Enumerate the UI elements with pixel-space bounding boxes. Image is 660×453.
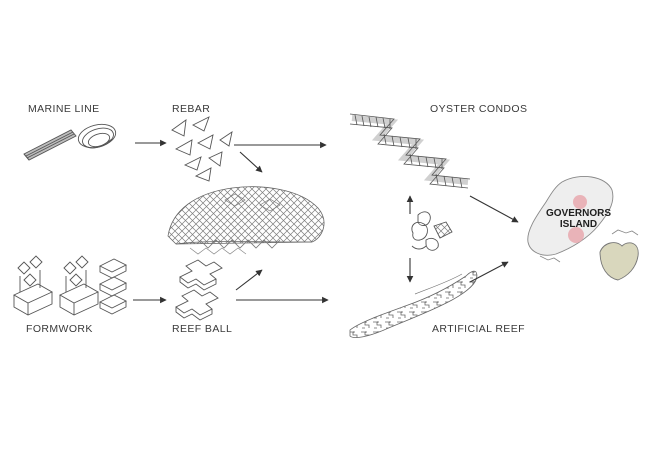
label-rebar: REBAR <box>172 103 210 115</box>
reef-ball-mesh-mound <box>168 187 324 254</box>
formwork-stack <box>100 259 126 314</box>
arrow-rebar-to-mesh <box>240 152 262 172</box>
island-marker-north <box>573 195 587 209</box>
marine-rope-coil <box>76 121 118 152</box>
label-marine-line: MARINE LINE <box>28 103 100 115</box>
arrow-oyster-to-island <box>470 196 518 222</box>
rebar-illustration <box>172 117 232 181</box>
arrow-reefball-to-mesh <box>236 270 262 290</box>
marine-rope-bundle <box>24 130 76 160</box>
label-governors-line2: ISLAND <box>546 219 611 230</box>
label-oyster-condos: OYSTER CONDOS <box>430 103 527 115</box>
label-governors-line1: GOVERNORS <box>546 208 611 219</box>
formwork-illustration <box>14 256 126 315</box>
oyster-cluster-illustration <box>412 212 452 250</box>
reef-ball-units-illustration <box>176 260 222 320</box>
label-reef-ball: REEF BALL <box>172 323 232 335</box>
formwork-box-2 <box>60 256 98 315</box>
oyster-condos-illustration <box>350 114 470 188</box>
formwork-box-1 <box>14 256 52 315</box>
secondary-island-map <box>600 230 638 280</box>
label-artificial-reef: ARTIFICIAL REEF <box>432 323 525 335</box>
marine-line-illustration <box>24 121 118 160</box>
label-governors-island: GOVERNORS ISLAND <box>546 208 611 230</box>
label-formwork: FORMWORK <box>26 323 93 335</box>
